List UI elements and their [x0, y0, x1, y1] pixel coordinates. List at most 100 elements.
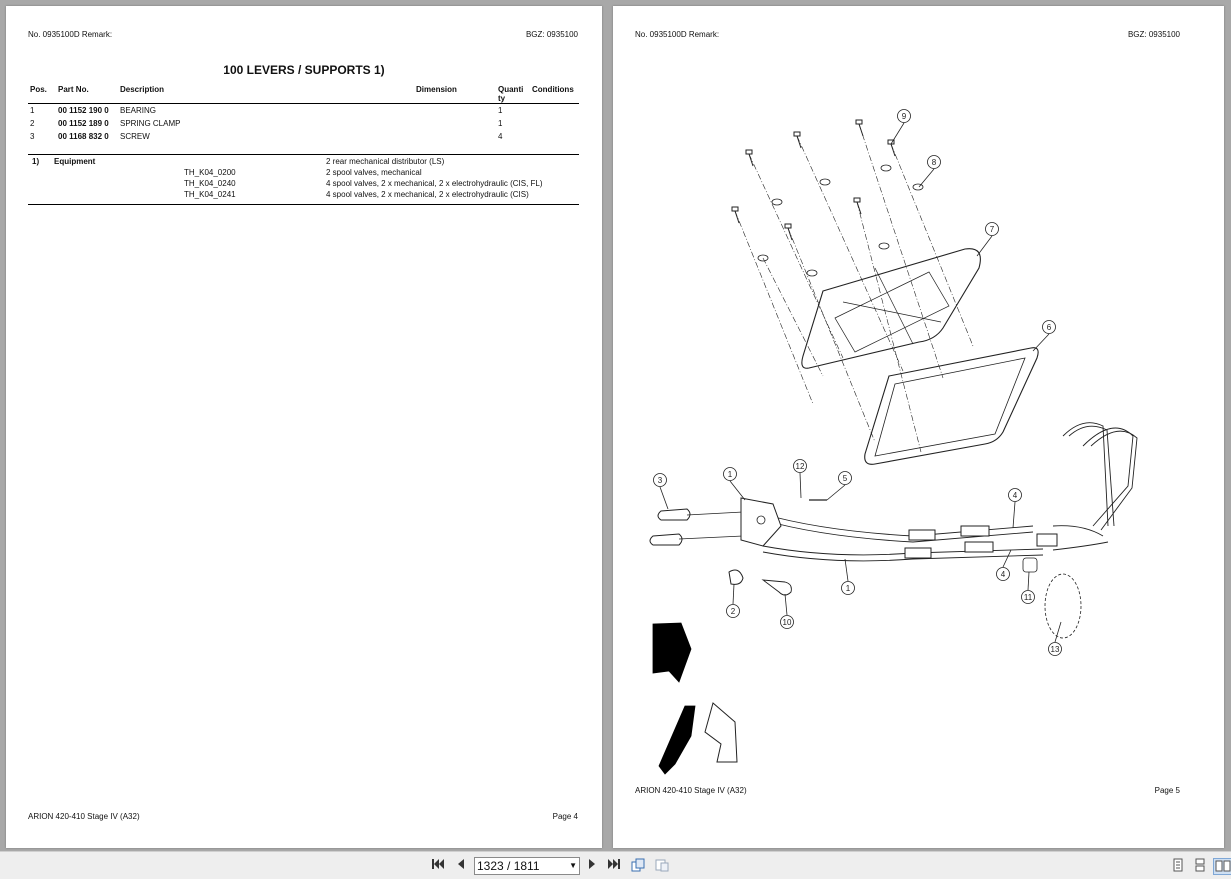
callout-1: 1	[841, 558, 855, 595]
svg-text:4: 4	[1001, 570, 1006, 579]
svg-text:2: 2	[731, 607, 736, 616]
svg-text:10: 10	[783, 618, 792, 627]
table-row: 3 00 1168 832 0 SCREW 4	[28, 130, 579, 143]
col-quantity: Quanti ty	[496, 85, 530, 104]
equipment-row: TH_K04_0240 4 spool valves, 2 x mechanic…	[28, 179, 579, 190]
callout-4: 4	[996, 549, 1012, 581]
equipment-row: TH_K04_0241 4 spool valves, 2 x mechanic…	[28, 190, 579, 201]
cell-conditions	[530, 117, 579, 130]
cell-conditions	[530, 130, 579, 143]
viewer-toolbar: 1323 / 1811 ▼	[0, 851, 1231, 879]
cell-part-no: 00 1152 190 0	[58, 106, 109, 115]
page-number-input[interactable]: 1323 / 1811 ▼	[474, 857, 580, 875]
callout-4: 4	[1008, 488, 1022, 529]
left-page: No. 0935100D Remark: BGZ: 0935100 100 LE…	[6, 6, 602, 848]
cell-part-no: 00 1152 189 0	[58, 119, 109, 128]
exploded-parts-diagram: 9 8 7 6 3 1 12 5 4 4 1 2 10 11 13	[649, 109, 1138, 775]
svg-text:4: 4	[1013, 491, 1018, 500]
equipment-code: TH_K04_0241	[184, 190, 236, 199]
cell-conditions	[530, 104, 579, 118]
equipment-code: TH_K04_0200	[184, 168, 236, 177]
cell-pos: 3	[30, 132, 35, 141]
cell-dimension	[414, 117, 496, 130]
callout-1: 1	[723, 467, 746, 501]
col-pos: Pos.	[28, 85, 56, 104]
cell-part-no: 00 1168 832 0	[58, 132, 109, 141]
cover-plate	[801, 248, 981, 369]
next-page-icon[interactable]	[585, 858, 599, 873]
callout-10: 10	[780, 593, 794, 629]
callout-13: 13	[1048, 621, 1062, 656]
svg-text:1: 1	[846, 584, 851, 593]
page-indicator: 1323 / 1811	[477, 859, 540, 873]
col-part-no: Part No.	[56, 85, 118, 104]
svg-text:3: 3	[658, 476, 663, 485]
callout-9: 9	[890, 109, 911, 145]
svg-text:13: 13	[1051, 645, 1060, 654]
cell-pos: 1	[30, 106, 35, 115]
cell-description: SCREW	[120, 132, 150, 141]
header-right: BGZ: 0935100	[525, 30, 578, 39]
header-right: BGZ: 0935100	[1127, 30, 1180, 39]
equipment-row: 1) Equipment 2 rear mechanical distribut…	[28, 157, 579, 168]
footer-right: Page 5	[1154, 786, 1180, 795]
cell-dimension	[414, 104, 496, 118]
equipment-text: 2 rear mechanical distributor (LS)	[326, 157, 445, 166]
direction-arrow	[658, 705, 696, 775]
rotate-icon[interactable]	[630, 858, 646, 873]
gasket-frame	[864, 347, 1039, 465]
svg-text:8: 8	[932, 158, 937, 167]
col-description: Description	[118, 85, 414, 104]
equipment-text: 4 spool valves, 2 x mechanical, 2 x elec…	[326, 179, 543, 188]
header-left: No. 0935100D Remark:	[28, 30, 113, 39]
col-dimension: Dimension	[414, 85, 496, 104]
lever-knob	[657, 508, 691, 521]
footer-right: Page 4	[552, 812, 578, 821]
cell-dimension	[414, 130, 496, 143]
chevron-down-icon[interactable]: ▼	[569, 861, 577, 870]
footer-left: ARION 420-410 Stage IV (A32)	[28, 812, 140, 821]
equipment-marker: 1)	[32, 157, 40, 166]
last-page-icon[interactable]	[606, 858, 622, 873]
callout-12: 12	[793, 459, 807, 499]
svg-text:7: 7	[990, 225, 995, 234]
callout-3: 3	[653, 473, 669, 510]
callout-8: 8	[918, 155, 941, 188]
cell-description: BEARING	[120, 106, 157, 115]
table-header-row: Pos. Part No. Description Dimension Quan…	[28, 85, 579, 104]
extract-icon[interactable]	[654, 858, 670, 873]
svg-text:9: 9	[902, 112, 907, 121]
prev-page-icon[interactable]	[454, 858, 468, 873]
continuous-view-icon[interactable]	[1193, 858, 1207, 873]
two-page-view-icon[interactable]	[1213, 858, 1231, 875]
cell-quantity: 1	[498, 106, 503, 115]
single-page-view-icon[interactable]	[1171, 858, 1185, 873]
svg-text:6: 6	[1047, 323, 1052, 332]
callout-7: 7	[976, 222, 999, 257]
svg-text:5: 5	[843, 474, 848, 483]
assembly-lines	[734, 123, 974, 453]
table-row: 1 00 1152 190 0 BEARING 1	[28, 104, 579, 118]
svg-text:1: 1	[728, 470, 733, 479]
cell-pos: 2	[30, 119, 35, 128]
col-conditions: Conditions	[530, 85, 579, 104]
cell-quantity: 4	[498, 132, 503, 141]
equipment-table: 1) Equipment 2 rear mechanical distribut…	[28, 154, 579, 205]
washers	[757, 164, 924, 277]
control-cables	[762, 422, 1138, 562]
first-page-icon[interactable]	[430, 858, 446, 873]
lever-knob	[649, 533, 683, 546]
spring-clamp	[728, 569, 744, 585]
callout-11: 11	[1021, 571, 1035, 604]
cell-quantity: 1	[498, 119, 503, 128]
equipment-text: 2 spool valves, mechanical	[326, 168, 422, 177]
key-part	[761, 579, 792, 596]
callout-5: 5	[826, 471, 852, 501]
cell-description: SPRING CLAMP	[120, 119, 181, 128]
callout-2: 2	[726, 583, 740, 618]
direction-arrow-outline	[704, 702, 738, 763]
callout-6: 6	[1032, 320, 1056, 352]
footer-left: ARION 420-410 Stage IV (A32)	[635, 786, 747, 795]
equipment-row: TH_K04_0200 2 spool valves, mechanical	[28, 168, 579, 179]
equipment-code: TH_K04_0240	[184, 179, 236, 188]
